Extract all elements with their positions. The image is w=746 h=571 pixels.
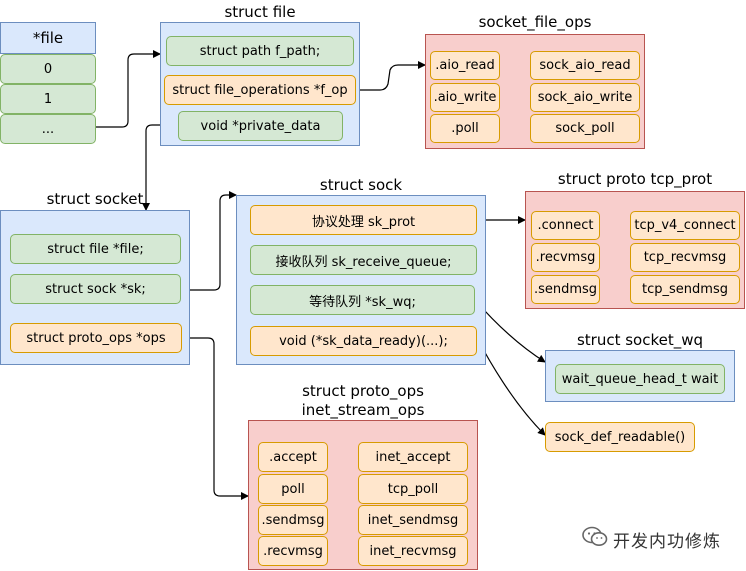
- watermark-text: 开发内功修炼: [613, 532, 721, 552]
- struct-socket-field-file: struct file *file;: [10, 234, 181, 264]
- socket-file-ops-title: socket_file_ops: [478, 13, 592, 31]
- file-array-item-1: 1: [0, 84, 96, 114]
- socket-file-ops-poll: .poll: [430, 114, 500, 143]
- inet-stream-ops-tcp-poll: tcp_poll: [358, 474, 468, 504]
- inet-stream-ops-inet-recvmsg: inet_recvmsg: [358, 536, 468, 566]
- inet-stream-ops-poll: poll: [258, 474, 328, 504]
- inet-stream-ops-accept: .accept: [258, 442, 328, 472]
- file-array-header: *file: [0, 22, 96, 54]
- struct-sock-title: struct sock: [319, 176, 403, 194]
- struct-socket-title: struct socket: [46, 190, 144, 208]
- struct-file-field-fop: struct file_operations *f_op: [164, 75, 356, 105]
- struct-socket-field-sk: struct sock *sk;: [10, 274, 181, 304]
- struct-socket-field-ops: struct proto_ops *ops: [10, 323, 182, 353]
- socket-file-ops-sock-poll: sock_poll: [530, 114, 640, 143]
- socket-file-ops-sock-aio-read: sock_aio_read: [530, 51, 640, 80]
- struct-file-field-path: struct path f_path;: [166, 36, 354, 66]
- socket-file-ops-aio-read: .aio_read: [430, 51, 500, 80]
- struct-sock-field-sk-wq: 等待队列 *sk_wq;: [250, 285, 475, 315]
- struct-sock-field-data-ready: void (*sk_data_ready)(...);: [250, 326, 477, 356]
- struct-file-title: struct file: [224, 3, 296, 21]
- arrow-fop-to-socket-file-ops: [355, 61, 426, 91]
- tcp-prot-title: struct proto tcp_prot: [557, 170, 713, 188]
- socket-wq-title: struct socket_wq: [576, 331, 704, 349]
- socket-file-ops-aio-write: .aio_write: [430, 83, 500, 112]
- sock-def-readable-box: sock_def_readable(): [545, 422, 695, 452]
- tcp-prot-tcp-v4-connect: tcp_v4_connect: [630, 211, 740, 240]
- tcp-prot-connect: .connect: [531, 211, 600, 240]
- arrow-private-data-to-socket: [142, 124, 178, 211]
- arrow-sk-to-sock: [181, 191, 237, 291]
- arrow-data-ready-to-readable: [476, 337, 546, 436]
- struct-file-field-private-data: void *private_data: [178, 111, 343, 141]
- inet-stream-ops-recvmsg: .recvmsg: [258, 536, 328, 566]
- tcp-prot-recvmsg: .recvmsg: [531, 243, 600, 272]
- struct-sock-field-receive-queue: 接收队列 sk_receive_queue;: [250, 245, 477, 275]
- wechat-icon: [582, 526, 608, 546]
- arrow-ops-to-inet-stream-ops: [182, 337, 249, 500]
- inet-stream-ops-inet-accept: inet_accept: [358, 442, 468, 472]
- file-array-item-0: 0: [0, 54, 96, 84]
- socket-file-ops-sock-aio-write: sock_aio_write: [530, 83, 640, 112]
- arrow-fd-to-file: [96, 50, 161, 128]
- struct-sock-field-sk-prot: 协议处理 sk_prot: [250, 205, 477, 235]
- socket-wq-field-wait: wait_queue_head_t wait: [555, 364, 725, 394]
- inet-stream-ops-inet-sendmsg: inet_sendmsg: [358, 505, 468, 535]
- inet-stream-ops-sendmsg: .sendmsg: [258, 505, 328, 535]
- tcp-prot-tcp-sendmsg: tcp_sendmsg: [630, 275, 740, 304]
- inet-stream-ops-title-line1: struct proto_ops: [302, 382, 424, 400]
- tcp-prot-tcp-recvmsg: tcp_recvmsg: [630, 243, 740, 272]
- file-array-item-more: ...: [0, 114, 96, 144]
- tcp-prot-sendmsg: .sendmsg: [531, 275, 600, 304]
- inet-stream-ops-title-line2: inet_stream_ops: [301, 401, 425, 419]
